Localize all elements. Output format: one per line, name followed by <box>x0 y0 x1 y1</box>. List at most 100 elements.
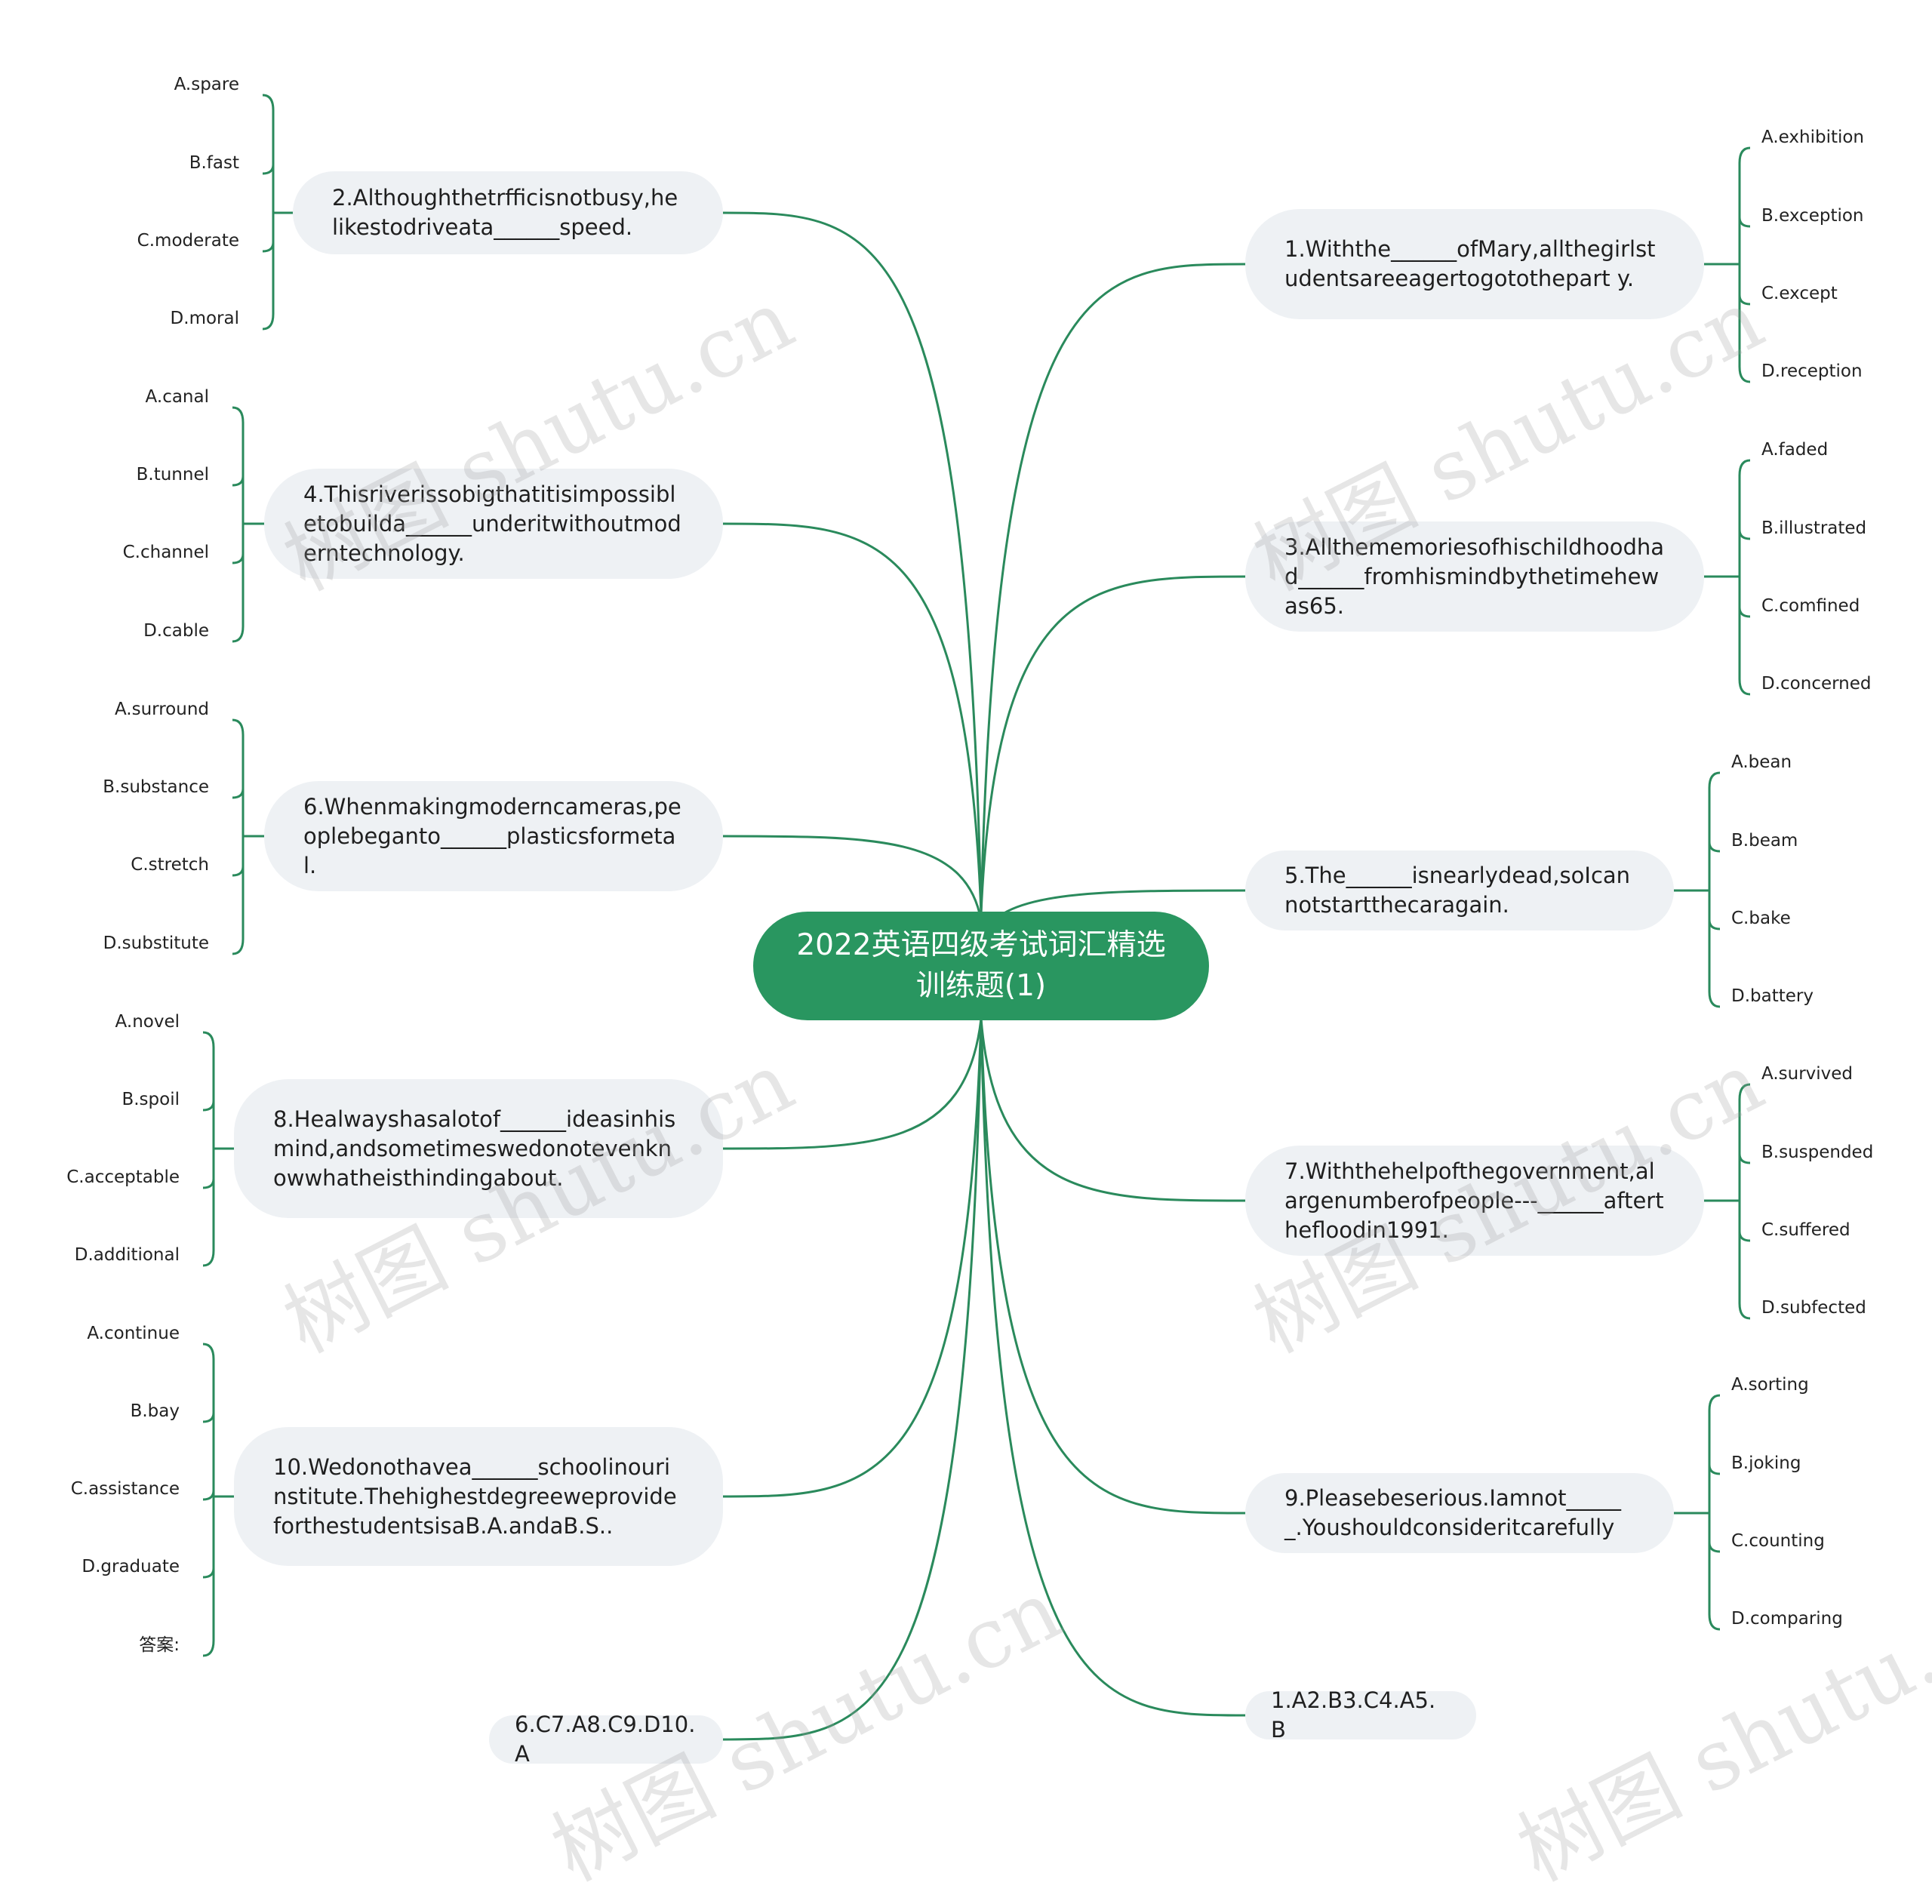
option-q8-2[interactable]: C.acceptable <box>66 1167 180 1187</box>
branch-line-q3 <box>980 575 1246 914</box>
bracket-line-q5 <box>1708 771 1721 1008</box>
option-q8-3[interactable]: D.additional <box>74 1245 180 1265</box>
option-q1-0[interactable]: A.exhibition <box>1761 128 1865 147</box>
option-q7-2[interactable]: C.suffered <box>1761 1220 1850 1240</box>
root-node[interactable]: 2022英语四级考试词汇精选训练题(1) <box>753 912 1209 1020</box>
option-q1-3[interactable]: D.reception <box>1761 361 1863 381</box>
question-node-q8[interactable]: 8.Healwayshasalotof______ideasinhismind,… <box>234 1079 723 1218</box>
branch-line-q6 <box>722 835 983 921</box>
question-text: 8.Healwayshasalotof______ideasinhismind,… <box>273 1106 676 1191</box>
bracket-line-q7 <box>1738 1083 1751 1320</box>
option-q7-3[interactable]: D.subfected <box>1761 1298 1866 1318</box>
bracket-tick-q10 <box>202 1412 215 1423</box>
option-q7-1[interactable]: B.suspended <box>1761 1143 1874 1162</box>
option-q2-1[interactable]: B.fast <box>189 153 239 173</box>
question-text: 9.Pleasebeserious.Iamnot______.Youshould… <box>1284 1485 1621 1540</box>
option-q8-1[interactable]: B.spoil <box>122 1090 180 1109</box>
branch-line-ans1 <box>980 1018 1246 1717</box>
option-q1-1[interactable]: B.exception <box>1761 206 1864 226</box>
option-q9-1[interactable]: B.joking <box>1731 1453 1801 1473</box>
option-q3-2[interactable]: C.comfined <box>1761 596 1860 616</box>
option-q5-3[interactable]: D.battery <box>1731 986 1814 1006</box>
option-q10-0[interactable]: A.continue <box>87 1324 180 1343</box>
bracket-tick-q8 <box>202 1178 215 1189</box>
option-q4-2[interactable]: C.channel <box>122 543 209 562</box>
option-q9-0[interactable]: A.sorting <box>1731 1375 1809 1395</box>
bracket-tick-q8 <box>202 1100 215 1112</box>
option-q10-4[interactable]: 答案: <box>139 1635 180 1655</box>
bracket-tick-q1 <box>1738 217 1751 228</box>
question-node-q4[interactable]: 4.Thisriverissobigthatitisimpossibletobu… <box>264 469 723 579</box>
bracket-tick-q7 <box>1738 1231 1751 1242</box>
option-q5-0[interactable]: A.bean <box>1731 752 1792 772</box>
option-q2-0[interactable]: A.spare <box>174 75 239 94</box>
question-node-q10[interactable]: 10.Wedonothavea______schoolinourinstitut… <box>234 1427 723 1566</box>
bracket-tick-q9 <box>1708 1464 1721 1475</box>
question-node-q1[interactable]: 1.Withthe______ofMary,allthegirlstudents… <box>1245 209 1704 319</box>
question-node-q9[interactable]: 9.Pleasebeserious.Iamnot______.Youshould… <box>1245 1473 1674 1553</box>
bracket-line-q6 <box>232 718 245 955</box>
bracket-tick-q10 <box>202 1490 215 1501</box>
option-q8-0[interactable]: A.novel <box>115 1012 180 1032</box>
question-text: 4.Thisriverissobigthatitisimpossibletobu… <box>303 481 681 566</box>
bracket-line-q9 <box>1708 1394 1721 1631</box>
bracket-tick-q6 <box>232 788 245 799</box>
branch-line-q4 <box>722 522 983 914</box>
question-text: 2.Althoughthetrfficisnotbusy,helikestodr… <box>332 185 678 240</box>
question-text: 5.The______isnearlydead,soIcannotstartth… <box>1284 863 1631 918</box>
question-text: 6.C7.A8.C9.D10.A <box>515 1712 696 1767</box>
question-text: 3.Allthememoriesofhischildhoodhad______f… <box>1284 534 1664 619</box>
mind-map-canvas: 2022英语四级考试词汇精选训练题(1) 1.Withthe______ofMa… <box>66 75 1932 1899</box>
bracket-tick-q1 <box>1738 294 1751 306</box>
option-q7-0[interactable]: A.survived <box>1761 1064 1854 1084</box>
bracket-tick-q4 <box>232 475 245 487</box>
bracket-tick-q9 <box>1708 1542 1721 1553</box>
option-q9-2[interactable]: C.counting <box>1731 1531 1825 1551</box>
option-q9-3[interactable]: D.comparing <box>1731 1609 1843 1629</box>
bracket-tick-q2 <box>262 164 275 175</box>
bracket-tick-q7 <box>1738 1153 1751 1164</box>
option-q2-3[interactable]: D.moral <box>170 309 239 328</box>
option-q10-2[interactable]: C.assistance <box>70 1479 180 1499</box>
option-q4-0[interactable]: A.canal <box>145 387 209 407</box>
question-node-ans2[interactable]: 6.C7.A8.C9.D10.A <box>489 1712 723 1767</box>
question-node-ans1[interactable]: 1.A2.B3.C4.A5.B <box>1245 1687 1476 1743</box>
question-text: 7.Withthehelpofthegovernment,alargenumbe… <box>1284 1158 1664 1243</box>
question-node-q3[interactable]: 3.Allthememoriesofhischildhoodhad______f… <box>1245 521 1704 632</box>
branch-line-q9 <box>980 1018 1246 1515</box>
option-q2-2[interactable]: C.moderate <box>137 231 239 251</box>
option-q10-3[interactable]: D.graduate <box>82 1557 180 1576</box>
bracket-tick-q6 <box>232 866 245 877</box>
question-node-q7[interactable]: 7.Withthehelpofthegovernment,alargenumbe… <box>1245 1146 1704 1256</box>
option-q4-1[interactable]: B.tunnel <box>136 465 209 484</box>
bracket-line-q1 <box>1738 146 1751 383</box>
bracket-tick-q4 <box>232 553 245 564</box>
option-q6-1[interactable]: B.substance <box>103 777 209 797</box>
option-q6-3[interactable]: D.substitute <box>103 934 209 953</box>
question-node-q2[interactable]: 2.Althoughthetrfficisnotbusy,helikestodr… <box>293 171 723 254</box>
option-q3-0[interactable]: A.faded <box>1761 440 1829 460</box>
bracket-tick-q3 <box>1738 529 1751 540</box>
option-q5-2[interactable]: C.bake <box>1731 909 1791 928</box>
option-q3-3[interactable]: D.concerned <box>1761 674 1872 694</box>
question-node-q5[interactable]: 5.The______isnearlydead,soIcannotstartth… <box>1245 850 1674 930</box>
option-q4-3[interactable]: D.cable <box>143 621 209 641</box>
bracket-tick-q3 <box>1738 607 1751 618</box>
bracket-line-q8 <box>202 1031 215 1267</box>
question-text: 10.Wedonothavea______schoolinourinstitut… <box>273 1453 677 1539</box>
option-q6-2[interactable]: C.stretch <box>131 855 209 875</box>
bracket-line-q2 <box>262 94 275 331</box>
option-q1-2[interactable]: C.except <box>1761 284 1838 303</box>
option-q10-1[interactable]: B.bay <box>130 1401 180 1421</box>
bracket-tick-q2 <box>262 241 275 253</box>
bracket-line-q10 <box>202 1343 215 1657</box>
connector-lines <box>202 94 1751 1741</box>
option-q5-1[interactable]: B.beam <box>1731 831 1798 850</box>
question-node-q6[interactable]: 6.Whenmakingmoderncameras,peoplebeganto_… <box>264 781 723 891</box>
question-text: 1.A2.B3.C4.A5.B <box>1271 1687 1436 1743</box>
option-q6-0[interactable]: A.surround <box>114 700 209 719</box>
branch-line-ans2 <box>722 1018 983 1741</box>
bracket-tick-q10 <box>202 1567 215 1579</box>
option-q3-1[interactable]: B.illustrated <box>1761 518 1867 538</box>
branch-line-q1 <box>980 263 1246 914</box>
